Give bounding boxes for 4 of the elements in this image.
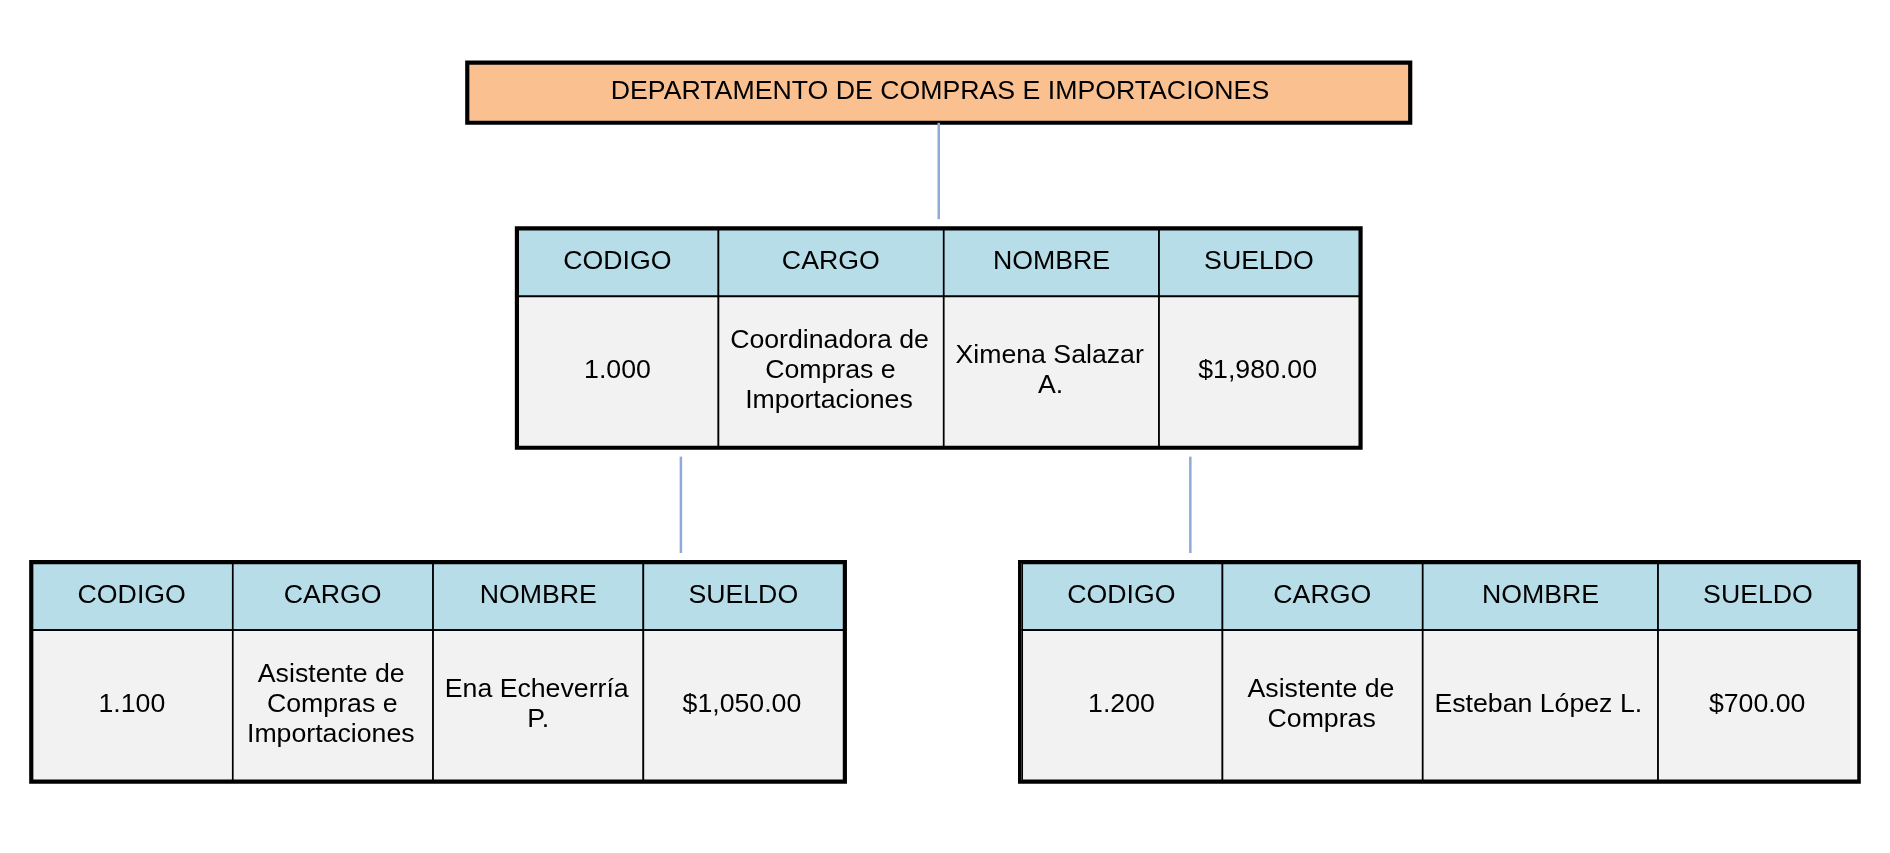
connector: [937, 122, 940, 220]
connector: [679, 456, 683, 554]
node-box: DEPARTAMENTO DE COMPRAS E IMPORTACIONES: [465, 60, 1413, 125]
connector: [1189, 456, 1192, 554]
